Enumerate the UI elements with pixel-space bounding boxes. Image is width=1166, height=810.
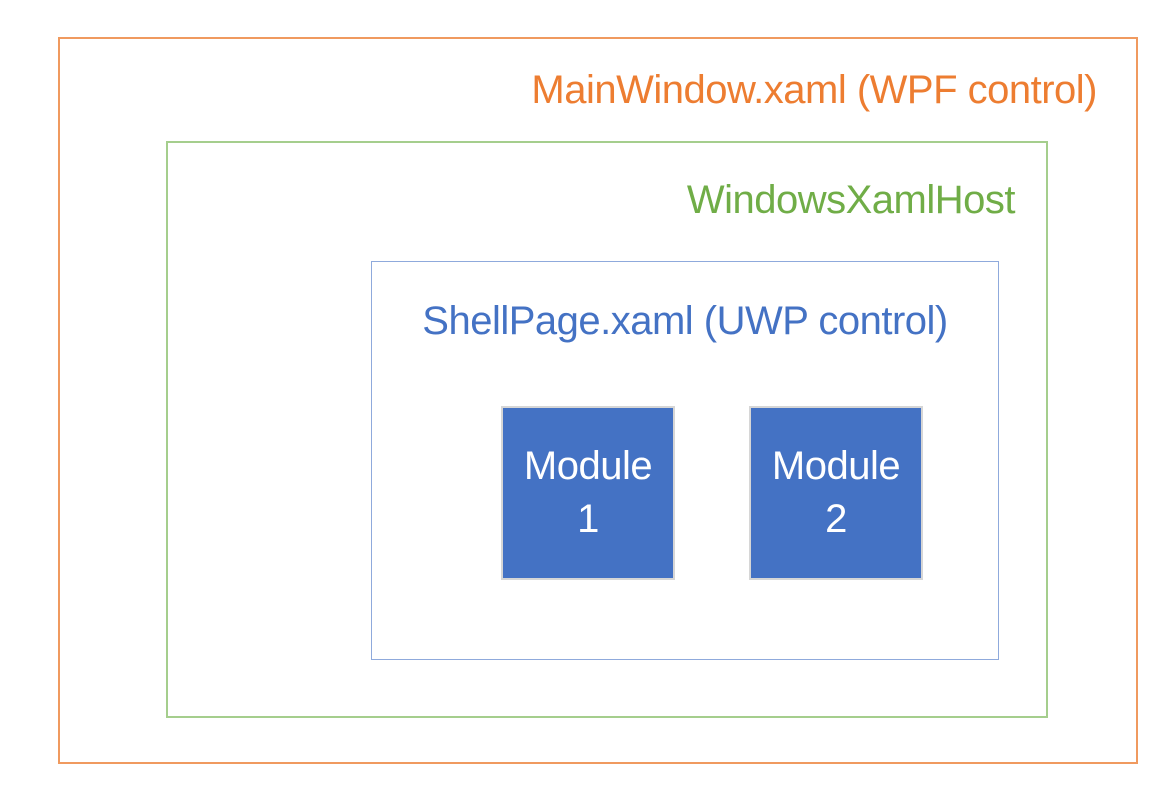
module-1-label-line2: 1 — [577, 497, 599, 541]
shellpage-box — [371, 261, 999, 660]
mainwindow-label: MainWindow.xaml (WPF control) — [531, 68, 1097, 112]
module-1-box: Module 1 — [501, 406, 675, 580]
mainwindow-box — [58, 37, 1138, 764]
module-2-label-line1: Module — [771, 444, 901, 488]
windowsxamlhost-box — [166, 141, 1048, 718]
windowsxamlhost-label: WindowsXamlHost — [686, 178, 1016, 222]
shellpage-label: ShellPage.xaml (UWP control) — [422, 299, 948, 343]
module-1-label-line1: Module — [523, 444, 653, 488]
module-2-label-line2: 2 — [825, 497, 847, 541]
module-2-box: Module 2 — [749, 406, 923, 580]
